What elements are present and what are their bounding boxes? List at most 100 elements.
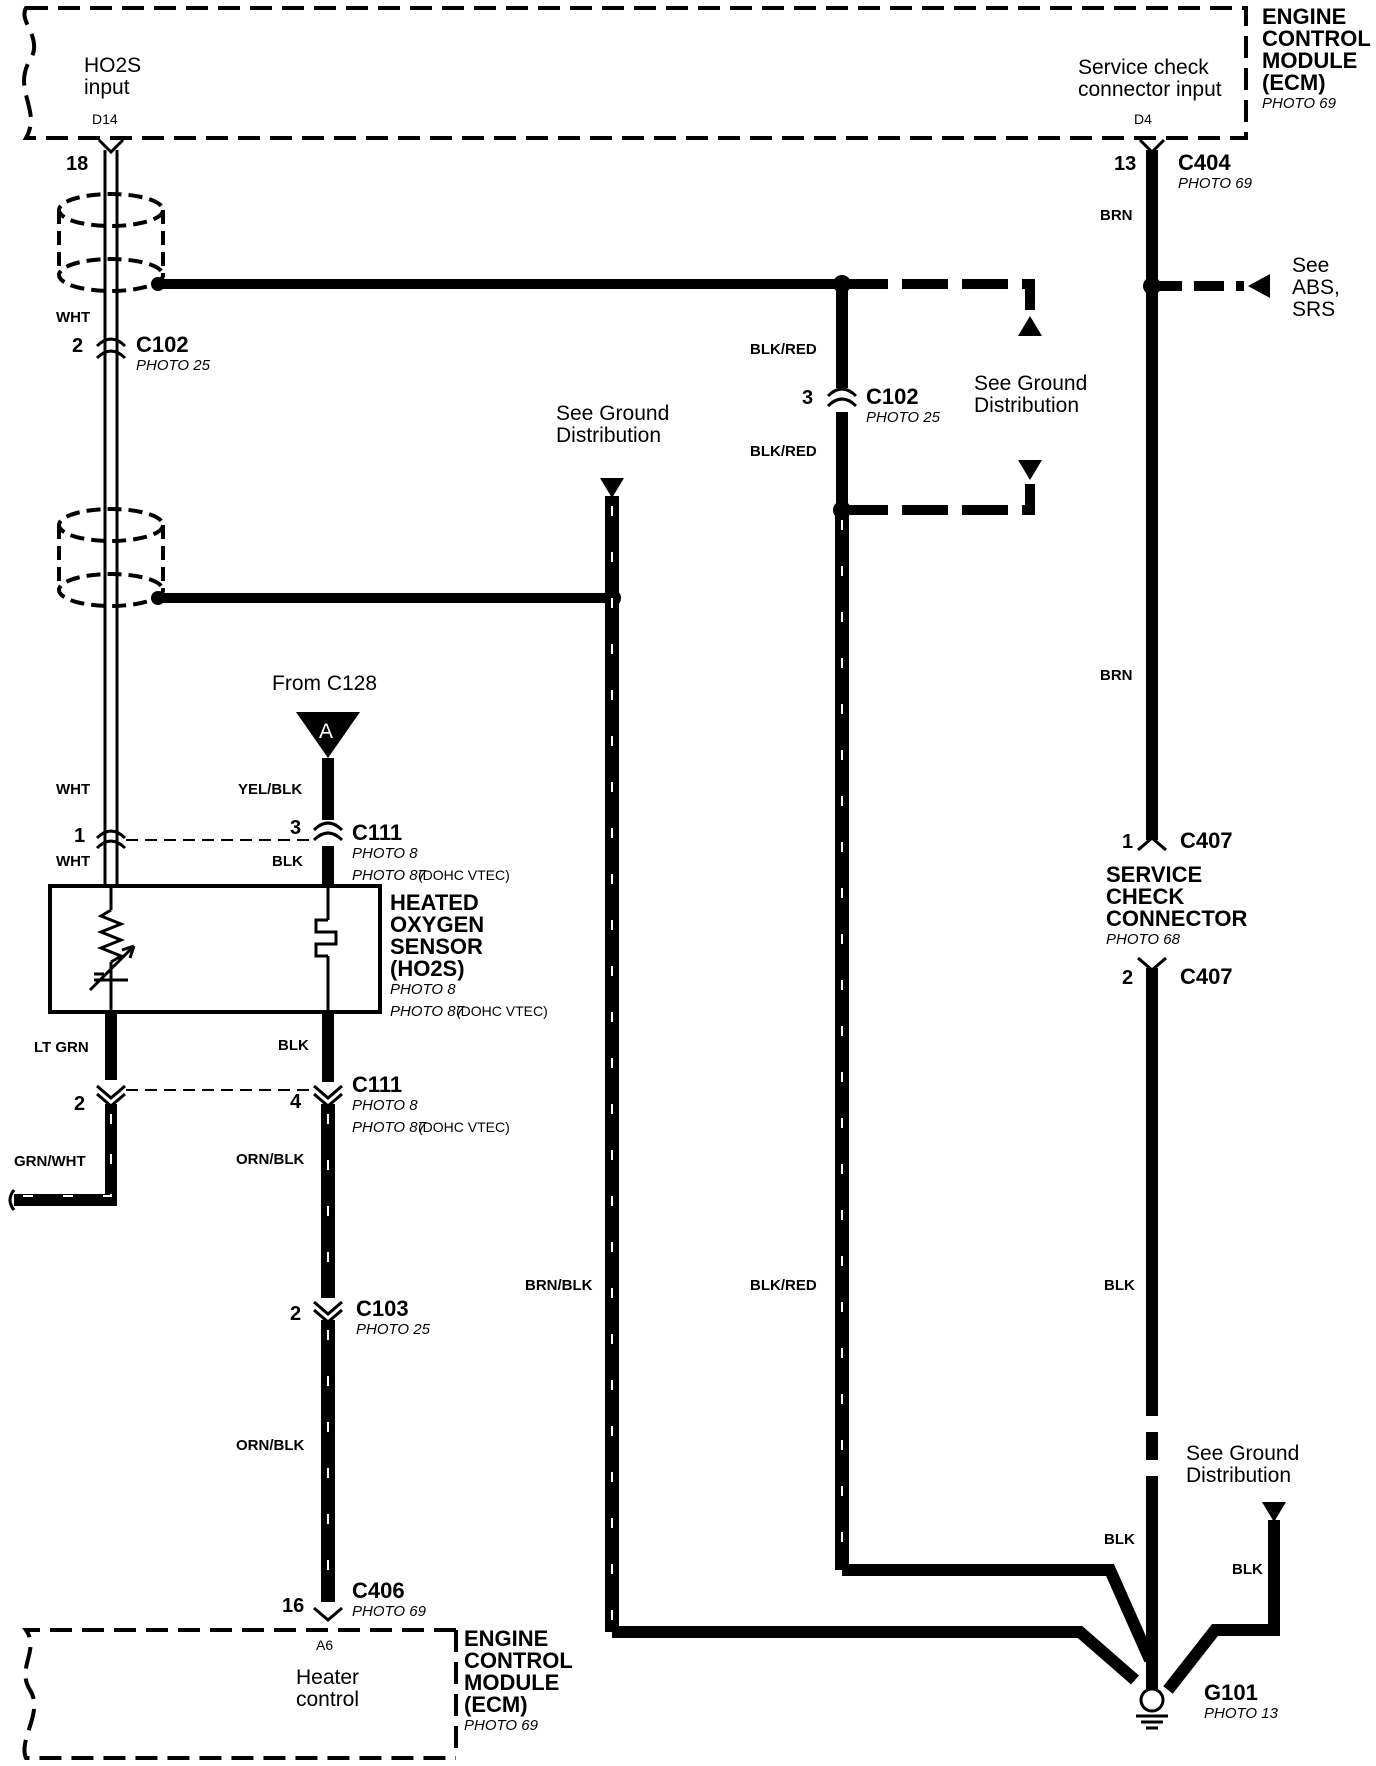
ground-distribution-ref-1: See Ground Distribution	[974, 372, 1087, 417]
c111-bot-name: C111	[352, 1072, 402, 1097]
ground-arrow-right-icon	[1262, 1502, 1286, 1522]
c111-bot-photo2: PHOTO 87	[352, 1119, 427, 1136]
from-c128-label: From C128	[272, 672, 377, 695]
sensor-photo2: PHOTO 87	[390, 1003, 465, 1020]
c111-top-pin-right: 3	[290, 817, 301, 839]
c407-1-name: C407	[1180, 828, 1233, 853]
see-abs-line1: See	[1292, 254, 1329, 277]
ecm-bottom-title-2: CONTROL	[464, 1648, 573, 1673]
ground-distribution-ref-3: See Ground Distribution BLK	[1163, 1442, 1299, 1694]
ecm-term-d4: D4	[1134, 111, 1152, 127]
c111-bot-photo1: PHOTO 8	[352, 1097, 418, 1114]
c103-photo: PHOTO 25	[356, 1321, 431, 1338]
c111-bot-note: (DOHC VTEC)	[418, 1119, 510, 1135]
ground-arrow-up-icon	[1018, 316, 1042, 336]
wire-label-blk-lower: BLK	[1104, 1531, 1135, 1548]
ecm-term-d14: D14	[92, 111, 118, 127]
wire-label-orn-blk-1: ORN/BLK	[236, 1151, 304, 1168]
service-check-connector: SERVICE CHECK CONNECTOR PHOTO 68 2 C407	[1106, 862, 1247, 989]
c406-name: C406	[352, 1578, 405, 1603]
ground-dist-3-line1: See Ground	[1186, 1442, 1299, 1465]
c404-pin: 13	[1114, 153, 1136, 175]
sensor-note: (DOHC VTEC)	[456, 1003, 548, 1019]
ho2s-sensor: HEATED OXYGEN SENSOR (HO2S) PHOTO 8 PHOT…	[48, 884, 548, 1020]
shield-lower-drain	[151, 589, 621, 607]
sensor-title-3: SENSOR	[390, 934, 483, 959]
c102b-name: C102	[866, 384, 919, 409]
c111-top-note: (DOHC VTEC)	[418, 867, 510, 883]
g101-photo: PHOTO 13	[1204, 1705, 1279, 1722]
sensor-photo1: PHOTO 8	[390, 981, 456, 998]
ecm-bottom-photo: PHOTO 69	[464, 1717, 539, 1734]
svc-title-1: SERVICE	[1106, 862, 1202, 887]
wire-label-blk-c111: BLK	[272, 853, 303, 870]
c406-pin: 16	[282, 1595, 304, 1617]
wire-label-grn-wht: GRN/WHT	[14, 1153, 86, 1170]
shield-upper	[57, 192, 165, 293]
ecm-bottom-box: A6 Heater control ENGINE CONTROL MODULE …	[22, 1626, 573, 1760]
c102a-pin: 2	[72, 335, 83, 357]
svc-input-label-1: Service check	[1078, 56, 1209, 79]
ecm-top-title-4: (ECM)	[1262, 70, 1326, 95]
c111-bot-pin-right: 4	[290, 1091, 302, 1113]
shield-upper-drain	[151, 277, 1042, 336]
c407-2-name: C407	[1180, 964, 1233, 989]
sensor-title-2: OXYGEN	[390, 912, 484, 937]
ground-dist-1-line2: Distribution	[974, 394, 1079, 417]
c111-top-name: C111	[352, 820, 402, 845]
c102b-photo: PHOTO 25	[866, 409, 941, 426]
wire-label-yel-blk: YEL/BLK	[238, 781, 302, 798]
c102a-name: C102	[136, 332, 189, 357]
wire-label-lt-grn: LT GRN	[34, 1039, 89, 1056]
ecm-top-title-2: CONTROL	[1262, 26, 1371, 51]
ecm-term-a6: A6	[316, 1637, 333, 1653]
svc-input-label-2: connector input	[1078, 78, 1222, 101]
wht-signal-wire: 18 WHT 2 C102 PHOTO 25 WHT WHT	[56, 138, 211, 885]
ground-dist-2-line2: Distribution	[556, 424, 661, 447]
shield-lower	[57, 507, 165, 608]
wire-label-blk-ground: BLK	[1232, 1561, 1263, 1578]
wire-label-blk-sensor: BLK	[278, 1037, 309, 1054]
see-abs-line3: SRS	[1292, 298, 1335, 321]
wire-label-wht-mid: WHT	[56, 781, 90, 798]
wire-label-blk-red-3: BLK/RED	[750, 1277, 817, 1294]
ecm-top-photo: PHOTO 69	[1262, 95, 1337, 112]
heater-element-icon	[314, 918, 338, 958]
connector-a-triangle-icon	[296, 712, 360, 758]
wire-label-orn-blk-2: ORN/BLK	[236, 1437, 304, 1454]
brn-service-wire: 13 C404 PHOTO 69 BRN BRN 1 C407	[1100, 138, 1270, 853]
wire-label-brn-1: BRN	[1100, 207, 1133, 224]
c111-top-photo2: PHOTO 87	[352, 867, 427, 884]
ecm-pin-18: 18	[66, 153, 88, 175]
heater-control-2: control	[296, 1688, 359, 1711]
heater-control-1: Heater	[296, 1666, 359, 1689]
c407-1-pin: 1	[1122, 831, 1133, 853]
ground-dist-3-line2: Distribution	[1186, 1464, 1291, 1487]
wire-label-wht-low: WHT	[56, 853, 90, 870]
orn-blk-wire: ORN/BLK 2 C103 PHOTO 25 ORN/BLK 16 C406 …	[236, 1104, 431, 1622]
svc-title-3: CONNECTOR	[1106, 906, 1247, 931]
c103-name: C103	[356, 1296, 409, 1321]
connector-a-letter: A	[319, 720, 333, 743]
ecm-bottom-title-1: ENGINE	[464, 1626, 548, 1651]
c102b-pin: 3	[802, 387, 813, 409]
wire-label-brn-blk: BRN/BLK	[525, 1277, 593, 1294]
wire-label-wht-upper: WHT	[56, 309, 90, 326]
c111-top-photo1: PHOTO 8	[352, 845, 418, 862]
blk-red-wire: BLK/RED 3 C102 PHOTO 25 BLK/RED BLK/RED	[750, 275, 1156, 1663]
ho2s-input-label-2: input	[84, 76, 130, 99]
g101-ground: G101 PHOTO 13	[1136, 1680, 1279, 1730]
brn-blk-wire: BRN/BLK	[525, 478, 1139, 1685]
c111-top-pin-left: 1	[74, 825, 85, 847]
wire-label-blk-red-1: BLK/RED	[750, 341, 817, 358]
c103-pin: 2	[290, 1303, 301, 1325]
c407-2-pin: 2	[1122, 967, 1133, 989]
variable-resistor-icon	[96, 908, 126, 964]
ho2s-input-label-1: HO2S	[84, 54, 141, 77]
wire-label-blk-svc: BLK	[1104, 1277, 1135, 1294]
yel-blk-wire: From C128 A YEL/BLK	[238, 672, 377, 820]
blk-sensor-wire: BLK	[278, 1012, 334, 1082]
ground-distribution-ref-2: See Ground Distribution	[556, 402, 669, 447]
ground-arrow-icon	[600, 478, 624, 498]
